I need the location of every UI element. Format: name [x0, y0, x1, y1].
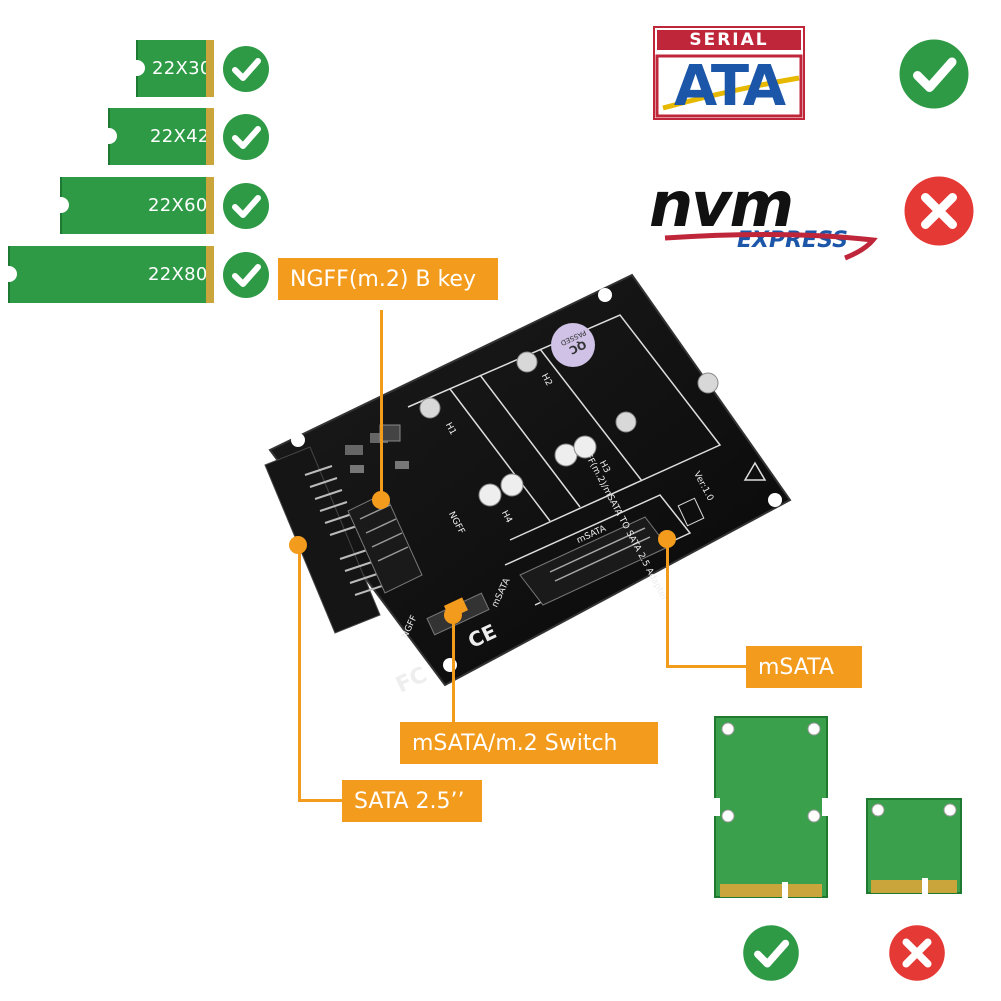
nvm-logo-text: nvm	[649, 168, 794, 241]
check-icon	[743, 925, 799, 981]
callout-msata: mSATA	[746, 646, 862, 688]
leader-switch	[452, 620, 455, 722]
ssd-card-22x42: 22X42	[108, 108, 214, 165]
card-notch	[136, 60, 145, 76]
check-icon	[223, 252, 269, 298]
ssd-card-22x60: 22X60	[60, 177, 214, 234]
check-icon	[223, 46, 269, 92]
ssd-size-label: 22X80	[148, 264, 208, 285]
ssd-card-22x30: 22X30	[136, 40, 214, 97]
marker-ngff	[372, 491, 390, 509]
card-notch	[60, 197, 69, 213]
check-icon	[899, 39, 969, 109]
serial-ata-logo: SERIAL ATA	[653, 26, 805, 120]
half-size-msata-card	[866, 798, 962, 894]
callout-sata: SATA 2.5’’	[342, 780, 482, 822]
full-size-msata-card	[714, 716, 828, 898]
sata-logo-bottom: ATA	[673, 54, 786, 119]
card-notch	[8, 266, 17, 282]
card-notch	[108, 128, 117, 144]
leader-sata-horz	[298, 799, 342, 802]
adapter-board	[264, 273, 792, 687]
ssd-size-label: 22X30	[152, 58, 212, 79]
leader-msata-vert	[666, 546, 669, 668]
gold-contacts	[206, 177, 214, 234]
gold-contacts	[206, 40, 214, 97]
marker-switch	[444, 606, 462, 624]
leader-msata-horz	[666, 665, 748, 668]
ssd-card-22x80: 22X80	[8, 246, 214, 303]
ssd-size-label: 22X60	[148, 195, 208, 216]
check-icon	[223, 114, 269, 160]
check-icon	[223, 183, 269, 229]
nvm-express-logo: nvm EXPRESS	[645, 168, 885, 263]
cross-icon	[904, 176, 974, 246]
leader-ngff	[380, 310, 383, 494]
cross-icon	[889, 925, 945, 981]
marker-sata	[289, 536, 307, 554]
callout-ngff: NGFF(m.2) B key	[278, 258, 498, 300]
marker-msata	[658, 530, 676, 548]
ssd-size-label: 22X42	[150, 126, 210, 147]
gold-contacts	[206, 246, 214, 303]
callout-switch: mSATA/m.2 Switch	[400, 722, 658, 764]
leader-sata-vert	[298, 546, 301, 801]
sata-logo-top: SERIAL	[689, 30, 769, 50]
gold-contacts	[206, 108, 214, 165]
